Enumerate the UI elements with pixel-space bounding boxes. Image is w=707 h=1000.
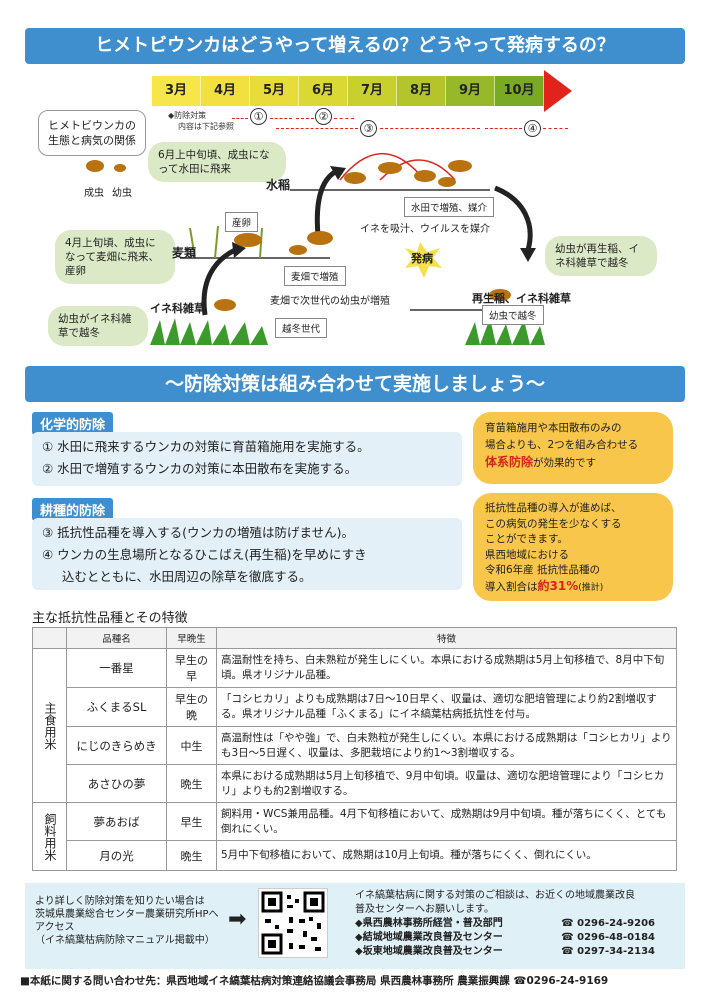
- varieties-table: 品種名 早晩生 特徴 主食用米 一番星 早生の早 高温耐性を持ち、白未熟粒が発生…: [32, 627, 677, 871]
- phase-2-dash-r: [334, 118, 354, 119]
- table-row: にじのきらめき 中生 高温耐性は「やや強」で、白未熟粒が発生しにくい。本県におけ…: [33, 726, 677, 765]
- label-weed: イネ科雑草: [150, 302, 205, 315]
- arrow-to-rice-head: [330, 166, 346, 180]
- office-3: ◆坂東地域農業改良普及センター☎ 0297-34-2134: [355, 946, 655, 957]
- chem-bubble: 育苗箱施用や本田散布のみの 場合よりも、2つを組み合わせる 体系防除が効果的です: [473, 412, 673, 484]
- bubble-april-arrival: 4月上旬頃、成虫になって麦畑に飛来、産卵: [55, 230, 175, 284]
- phase-3-dash-l: [276, 128, 358, 129]
- phase-4-dash-r: [543, 128, 568, 129]
- text-next-gen: 麦畑で次世代の幼虫が増殖: [270, 296, 390, 307]
- phase-1: ①: [250, 108, 267, 125]
- month-4: 6月: [299, 76, 348, 106]
- tag-generation: 越冬世代: [275, 318, 328, 338]
- right-arrow-icon: ➡: [228, 907, 247, 932]
- timeline-arrowhead: [544, 70, 572, 112]
- cult-head: 耕種的防除: [32, 498, 114, 521]
- th-feature: 特徴: [216, 627, 677, 649]
- arrow-to-regrow: [494, 185, 533, 251]
- table-row: あさひの夢 晩生 本県における成熟期は5月上旬移植で、9月中旬頃。収量は、適切な…: [33, 764, 677, 803]
- footer-left: より詳しく防除対策を知りたい場合は 茨城県農業総合センター農業研究所HPへ アク…: [35, 896, 219, 946]
- phase-3-dash-r: [380, 128, 480, 129]
- label-rice: 水稲: [266, 178, 291, 192]
- cult-item-2-cont: 込むとともに、水田周辺の除草を徹底する。: [42, 569, 312, 584]
- tag-wheat-grow: 麦畑で増殖: [284, 266, 346, 286]
- qr-code-icon[interactable]: [258, 888, 328, 958]
- chem-head: 化学的防除: [32, 412, 114, 435]
- disease-star: [405, 242, 442, 278]
- group-feed: 飼料用米: [32, 802, 67, 871]
- legend-adult: 成虫: [84, 188, 104, 199]
- title-banner-1: ヒメトビウンカはどうやって増えるの？どうやって発病するの？: [25, 28, 685, 64]
- phase-4-dash-l: [485, 128, 522, 129]
- arrow-to-rice: [314, 169, 337, 236]
- cult-item-2: ④ ウンカの生息場所となるひこばえ(再生稲)を早めにすき: [42, 547, 367, 562]
- table-header-row: 品種名 早晩生 特徴: [32, 627, 677, 649]
- text-virus: イネを吸汁、ウイルスを媒介: [360, 224, 490, 235]
- table-row: ふくまるSL 早生の晩 「コシヒカリ」よりも成熟期は7日～10日早く、収量は、適…: [33, 687, 677, 727]
- month-5: 7月: [348, 76, 397, 106]
- arrow-to-wheat: [201, 247, 237, 316]
- relation-label-box: ヒメトビウンカの生態と病気の関係: [38, 110, 146, 156]
- label-wheat: 麦類: [172, 246, 197, 260]
- bubble-winter: 幼虫がイネ科雑草で越冬: [48, 306, 148, 346]
- flight-curve-1: [339, 152, 421, 181]
- month-2: 4月: [201, 76, 250, 106]
- tag-paddy-grow: 水田で増殖、媒介: [404, 197, 495, 217]
- insects: [214, 160, 511, 311]
- month-6: 8月: [397, 76, 446, 106]
- phase-2: ②: [315, 108, 332, 125]
- arrow-to-wheat-head: [232, 242, 246, 258]
- table-row: 主食用米 一番星 早生の早 高温耐性を持ち、白未熟粒が発生しにくい。本県における…: [32, 648, 677, 803]
- table-title: 主な抵抗性品種とその特徴: [32, 611, 188, 626]
- month-7: 9月: [446, 76, 495, 106]
- cult-box: ③ 抵抗性品種を導入する(ウンカの増殖は防げません)。 ④ ウンカの生息場所とな…: [32, 518, 462, 590]
- phase-1-dash-l: [232, 118, 248, 119]
- bubble-regrow-winter: 幼虫が再生稲、イネ科雑草で越冬: [545, 236, 657, 276]
- legend-insects: [86, 160, 126, 172]
- office-2: ◆結城地域農業改良普及センター☎ 0296-48-0184: [355, 932, 655, 943]
- phase-1-dash-r: [270, 118, 292, 119]
- text-disease: 発病: [411, 252, 433, 265]
- arrow-to-regrow-head: [520, 248, 536, 262]
- tag-egg: 産卵: [225, 212, 259, 232]
- tag-winter: 幼虫で越冬: [482, 305, 544, 325]
- month-3: 5月: [250, 76, 299, 106]
- title-banner-2: ～防除対策は組み合わせて実施しましょう～: [25, 366, 685, 402]
- month-8: 10月: [495, 76, 544, 106]
- chem-item-2: ② 水田で増殖するウンカの対策に本田散布を実施する。: [42, 461, 358, 476]
- group-staple: 主食用米: [32, 648, 67, 803]
- chem-box: ① 水田に飛来するウンカの対策に育苗箱施用を実施する。 ② 水田で増殖するウンカ…: [32, 432, 462, 486]
- th-season: 早晩生: [166, 627, 217, 649]
- phase-2-dash-l: [296, 118, 314, 119]
- phase-3: ③: [360, 120, 377, 137]
- cult-bubble: 抵抗性品種の導入が進めば、 この病気の発生を少なくする ことができます。 県西地…: [473, 493, 673, 601]
- chem-item-1: ① 水田に飛来するウンカの対策に育苗箱施用を実施する。: [42, 439, 370, 454]
- bubble-june-arrival: 6月上中旬頃、成虫になって水田に飛来: [148, 142, 286, 182]
- table-row: 飼料用米 夢あおば 早生 飼料用・WCS兼用品種。4月下旬移植において、成熟期は…: [32, 802, 677, 871]
- legend-larva: 幼虫: [112, 188, 132, 199]
- phase-4: ④: [524, 120, 541, 137]
- th-name: 品種名: [66, 627, 167, 649]
- grass-left: [150, 318, 268, 345]
- footer-right: イネ縞葉枯病に関する対策のご相談は、お近くの地域農業改良 普及センターへお願いし…: [355, 890, 655, 957]
- month-1: 3月: [152, 76, 201, 106]
- label-regrow: 再生稲、イネ科雑草: [472, 292, 571, 305]
- footer-box: より詳しく防除対策を知りたい場合は 茨城県農業総合センター農業研究所HPへ アク…: [25, 883, 685, 969]
- office-1: ◆県西農林事務所経営・普及部門☎ 0296-24-9206: [355, 918, 655, 929]
- cult-item-1: ③ 抵抗性品種を導入する(ウンカの増殖は防げません)。: [42, 525, 355, 540]
- contact-line: ■本紙に関する問い合わせ先：県西地域イネ縞葉枯病対策連絡協議会事務局 県西農林事…: [20, 975, 609, 987]
- phase-note: ◆防除対策 内容は下記参照: [168, 111, 234, 131]
- table-row: 月の光 晩生 5月中下旬移植において、成熟期は10月上旬頃。種が落ちにくく、倒れ…: [33, 840, 677, 871]
